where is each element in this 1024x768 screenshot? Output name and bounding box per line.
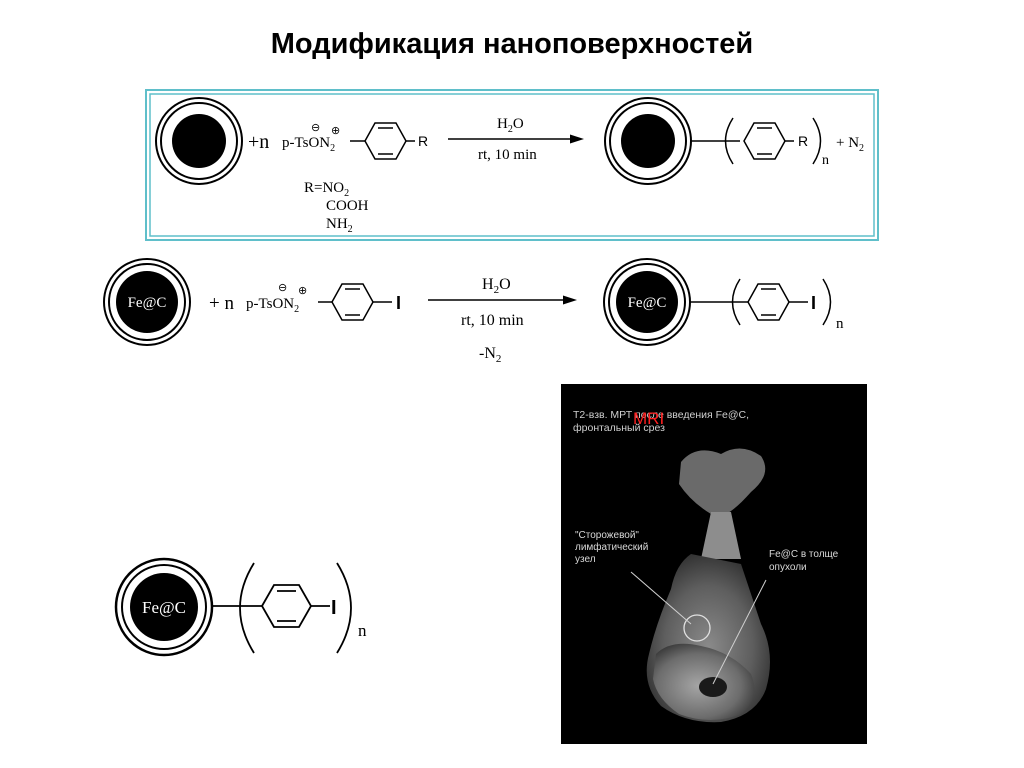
diazonium-reagent-2: p-TsON2 [246,296,299,315]
mri-scan-graphic: Т2-взв. МРТ после введения Fe@C, фронтал… [573,409,839,723]
arrow-1-reagent: H2O [497,116,524,135]
r-option-cooh: COOH [326,198,369,214]
repeat-n-2: n [836,316,844,332]
reaction-arrow-2 [428,295,577,305]
scheme-1: +n p-TsON2 ⊖ ⊕ R H2O rt, 10 min [145,89,879,241]
r-group-1: R [418,133,428,149]
arrow-2-byproduct: -N2 [479,345,501,365]
plus-charge-1: ⊕ [331,125,340,137]
polymer-chain-3 [212,562,352,654]
scheme-2: Fe@C + n p-TsON2 ⊖ ⊕ I H2O rt, 10 min -N… [103,258,844,365]
scheme-1-frame-inner [149,93,875,237]
mri-dark-spot [699,677,727,697]
mri-image: Т2-взв. МРТ после введения Fe@C, фронтал… [561,384,867,744]
fe-c-particle-product [603,258,691,346]
nanoparticle-product [604,97,692,185]
iodine-functionalized: I [331,597,337,619]
benzene-ring-2 [318,283,392,321]
iodine-product: I [811,293,816,313]
repeat-n-3: n [358,621,367,640]
mri-overlay-label: MRI [633,409,664,428]
arrow-2-conditions: rt, 10 min [461,312,524,329]
scheme-3: Fe@C I n [114,557,367,657]
lymph-node-label-line-2: лимфатический [575,541,648,553]
mri-neck [701,512,741,559]
fe-c-particle-reactant [103,258,191,346]
nitrogen-byproduct: + N2 [836,135,864,154]
r-group-product-1: R [798,133,808,149]
tumor-pointer [712,579,767,685]
lymph-node-label-line-3: узел [575,554,596,565]
polymer-chain-1 [691,117,822,165]
lymph-node-marker [683,614,711,642]
polymer-chain-2 [690,278,832,326]
r-option-no2: R=NO2 [304,180,349,199]
mri-caption-line-2: фронтальный срез [573,422,665,434]
minus-charge-2: ⊖ [278,282,287,294]
lymph-node-pointer [630,571,692,625]
fe-c-label-reactant: Fe@C [128,295,167,311]
reaction-arrow-1 [448,134,584,144]
arrow-1-conditions: rt, 10 min [478,147,537,163]
r-option-nh2: NH2 [326,216,353,235]
iodine-reagent: I [396,293,401,313]
fe-c-particle-functionalized [114,557,214,657]
scheme-1-frame-outer [145,89,879,241]
tumor-label-line-2: опухоли [769,562,807,573]
slide-title: Модификация наноповерхностей [270,28,754,60]
diazonium-reagent-1: p-TsON2 [282,135,335,154]
minus-charge-1: ⊖ [311,122,320,134]
tumor-label-line-1: Fe@C в толще [769,549,839,560]
benzene-ring-1 [350,122,415,160]
plus-charge-2: ⊕ [298,285,307,297]
lymph-node-label-line-1: "Сторожевой" [575,530,639,541]
plus-n-2: + n [209,293,234,314]
mri-upper-structure [679,448,766,514]
nanoparticle-reactant [155,97,243,185]
fe-c-label-functionalized: Fe@C [142,598,186,617]
repeat-n-1: n [822,153,829,168]
plus-n-1: +n [248,131,269,153]
mri-caption-line-1: Т2-взв. МРТ после введения Fe@C, [573,409,749,421]
arrow-2-reagent: H2O [482,276,511,296]
fe-c-label-product: Fe@C [628,295,667,311]
